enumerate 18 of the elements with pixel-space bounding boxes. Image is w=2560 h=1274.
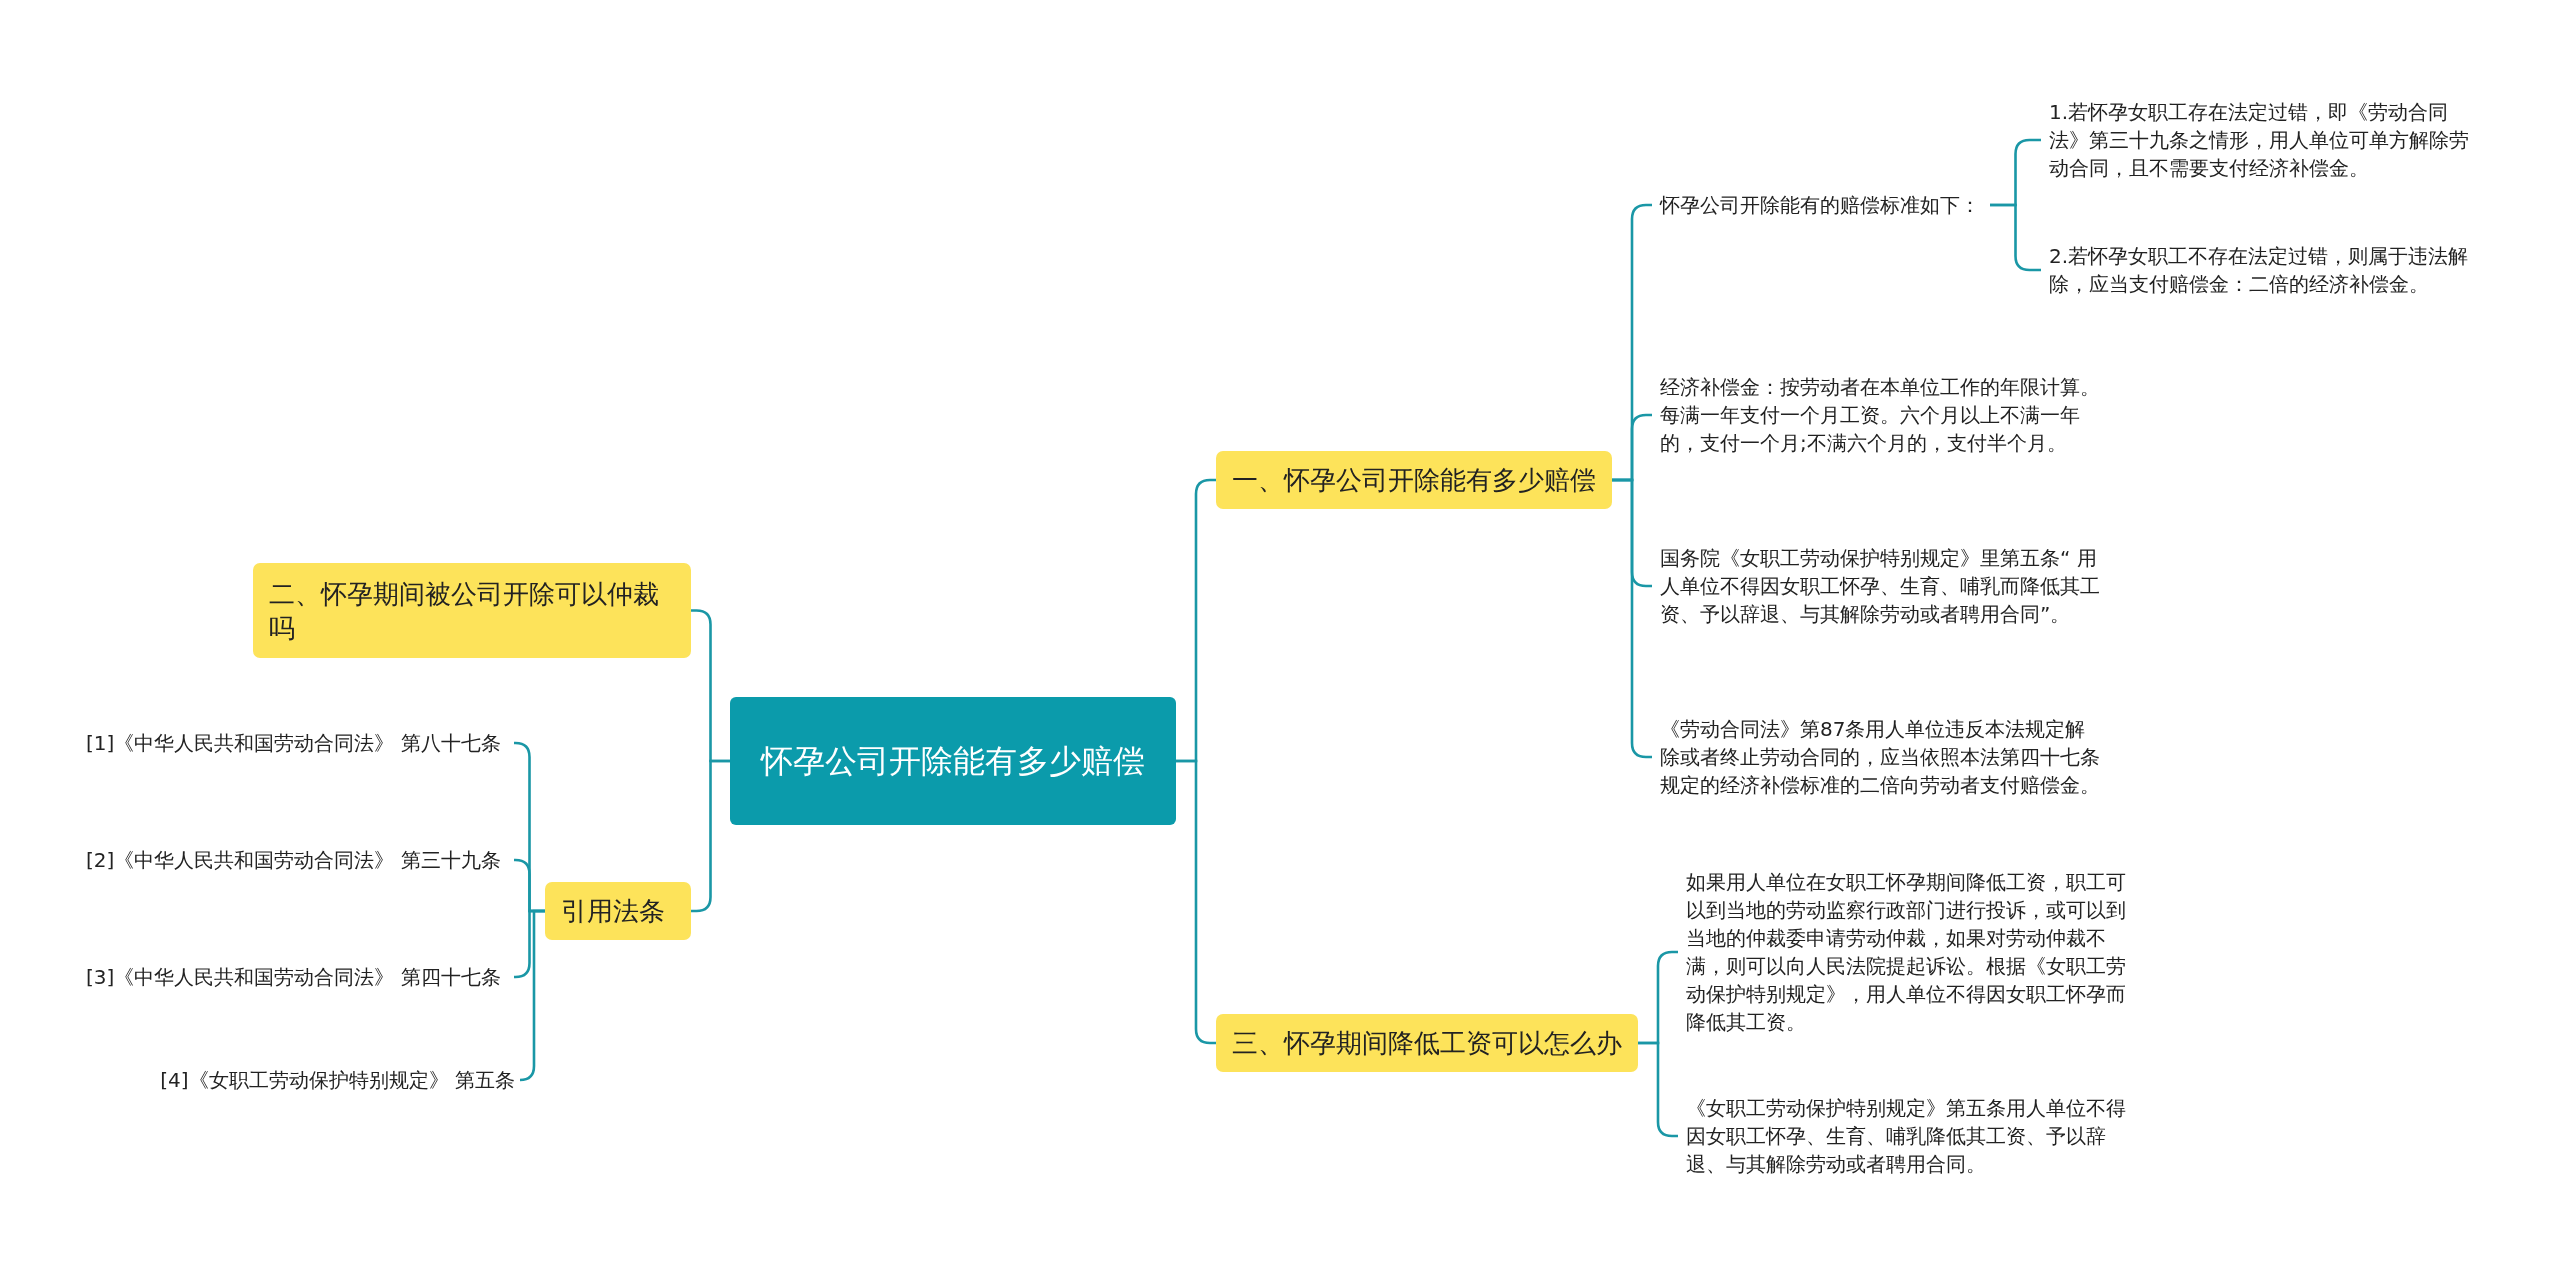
connector-line [518,909,545,1082]
central-topic-box: 怀孕公司开除能有多少赔偿 [730,697,1176,825]
topic-text: 如果用人单位在女职工怀孕期间降低工资，职工可以到当地的劳动监察行政部门进行投诉，或可以到当地的仲裁委申请劳动仲裁，如果对劳动仲裁不满，则可以向人民法院提起诉讼。根据《女职工劳动保护特别规定》，用人单位不得因女职工怀孕而降低其工资。 [1686,868,2126,1036]
branch-topic-box: 一、怀孕公司开除能有多少赔偿 [1216,451,1612,509]
branch-topic-box: 二、怀孕期间被公司开除可以仲裁吗 [253,563,691,658]
topic-text: [3]《中华人民共和国劳动合同法》 第四十七条 [86,963,506,991]
topic-text: 1.若怀孕女职工存在法定过错，即《劳动合同法》第三十九条之情形，用人单位可单方解除劳动合同，且不需要支付经济补偿金。 [2049,98,2479,182]
topic-text: [2]《中华人民共和国劳动合同法》 第三十九条 [86,846,506,874]
topic-text: 《劳动合同法》第87条用人单位违反本法规定解除或者终止劳动合同的，应当依照本法第四十七条规定的经济补偿标准的二倍向劳动者支付赔偿金。 [1660,715,2100,799]
branch-topic-box: 三、怀孕期间降低工资可以怎么办 [1216,1014,1638,1072]
topic-text: [4]《女职工劳动保护特别规定》 第五条 [160,1066,515,1094]
topic-text: [1]《中华人民共和国劳动合同法》 第八十七条 [86,729,506,757]
branch-topic-box: 引用法条 [545,882,691,940]
topic-text: 2.若怀孕女职工不存在法定过错，则属于违法解除，应当支付赔偿金：二倍的经济补偿金。 [2049,242,2479,298]
topic-text: 经济补偿金：按劳动者在本单位工作的年限计算。每满一年支付一个月工资。六个月以上不满一年的，支付一个月;不满六个月的，支付半个月。 [1660,373,2100,457]
topic-text: 国务院《女职工劳动保护特别规定》里第五条“ 用人单位不得因女职工怀孕、生育、哺乳而降低其工资、予以辞退、与其解除劳动或者聘用合同”。 [1660,544,2100,628]
topic-text: 怀孕公司开除能有的赔偿标准如下： [1660,191,1980,219]
topic-text: 《女职工劳动保护特别规定》第五条用人单位不得因女职工怀孕、生育、哺乳降低其工资、予以辞退、与其解除劳动或者聘用合同。 [1686,1094,2126,1178]
